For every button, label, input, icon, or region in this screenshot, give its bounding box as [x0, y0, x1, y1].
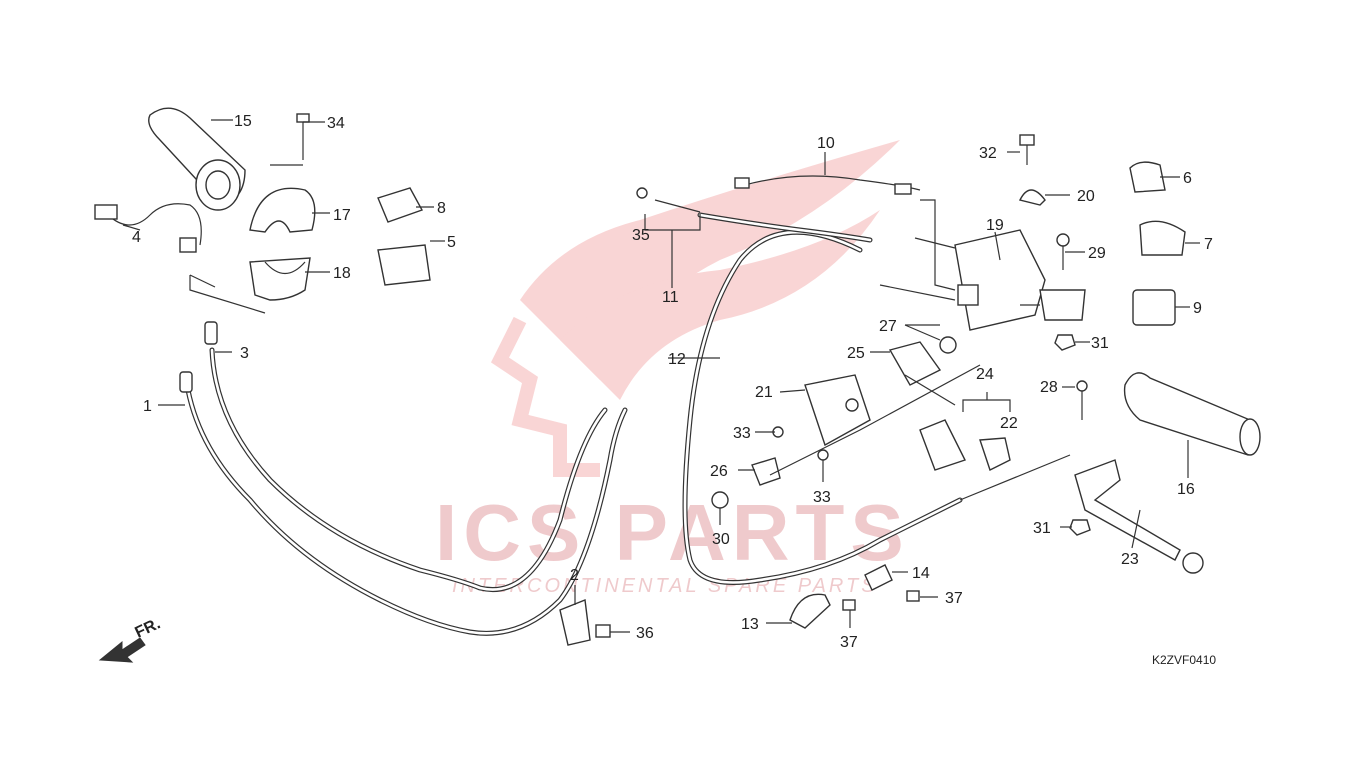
nut-30-drawing: [711, 491, 729, 509]
cover-21-drawing: [804, 374, 871, 447]
lever-23-drawing: [1074, 459, 1204, 574]
part-label-26: 26: [710, 463, 728, 480]
part-label-6: 6: [1183, 170, 1192, 187]
harness-4-drawing: [94, 203, 202, 253]
spring-27-drawing: [904, 324, 957, 354]
part-label-23: 23: [1121, 551, 1139, 568]
nut-31b-drawing: [1069, 519, 1091, 536]
watermark-emblem-icon: [490, 140, 900, 477]
bracket-25-drawing: [888, 341, 956, 406]
screw-33b-drawing: [817, 449, 829, 461]
part-label-16: 16: [1177, 481, 1195, 498]
part-label-7: 7: [1204, 236, 1213, 253]
plate-24-drawing: [919, 419, 966, 471]
part-label-24: 24: [976, 366, 994, 383]
switch-5-drawing: [377, 244, 431, 286]
bolt-37a-drawing: [842, 599, 856, 611]
part-label-10: 10: [817, 135, 835, 152]
part-label-11: 11: [662, 289, 679, 306]
grip-15-drawing: [148, 107, 246, 211]
part-label-30: 30: [712, 531, 730, 548]
part-label-1: 1: [143, 398, 152, 415]
switch-9-drawing: [1132, 289, 1176, 326]
washer-35-drawing: [636, 187, 648, 199]
part-label-37b: 37: [945, 590, 963, 607]
bolt-34-drawing: [296, 113, 310, 160]
part-label-13: 13: [741, 616, 759, 633]
bolt-32-drawing: [1019, 134, 1035, 165]
part-label-5: 5: [447, 234, 456, 251]
part-label-14: 14: [912, 565, 930, 582]
part-label-18: 18: [333, 265, 351, 282]
part-label-21: 21: [755, 384, 773, 401]
part-label-34: 34: [327, 115, 345, 132]
grip-16-drawing: [1123, 372, 1261, 456]
part-label-36: 36: [636, 625, 654, 642]
guide-13-drawing: [789, 593, 831, 629]
part-label-2: 2: [570, 567, 579, 584]
boot-22-drawing: [979, 437, 1011, 471]
part-label-31a: 31: [1091, 335, 1109, 352]
bolt-36-drawing: [595, 624, 611, 638]
part-label-27: 27: [879, 318, 897, 335]
cable-12-drawing: [682, 229, 1071, 585]
clamp-2-drawing: [559, 599, 591, 646]
part-label-33a: 33: [733, 425, 751, 442]
part-label-19: 19: [986, 217, 1004, 234]
cable-3-drawing: [204, 321, 608, 592]
part-label-3: 3: [240, 345, 249, 362]
plate-26-drawing: [751, 457, 781, 486]
watermark-title: ICS PARTS: [435, 488, 910, 577]
part-label-29: 29: [1088, 245, 1106, 262]
switch-6-drawing: [1129, 161, 1166, 193]
part-label-33b: 33: [813, 489, 831, 506]
diagram-code: K2ZVF0410: [1152, 653, 1216, 667]
clip-20-drawing: [1018, 189, 1046, 206]
part-labels: 15 34 17 18 8 5 4 3 1 12 35 11 10 19 32 …: [132, 113, 1213, 651]
leader-lines: [122, 119, 1200, 633]
part-label-8: 8: [437, 200, 446, 217]
part-label-31b: 31: [1033, 520, 1051, 537]
part-label-28: 28: [1040, 379, 1058, 396]
part-label-15: 15: [234, 113, 252, 130]
wire-10-drawing: [734, 175, 921, 195]
part-label-35: 35: [632, 227, 650, 244]
nut-31a-drawing: [1054, 334, 1076, 351]
part-label-4: 4: [132, 229, 141, 246]
part-label-25: 25: [847, 345, 865, 362]
bolt-37b-drawing: [906, 590, 920, 602]
part-label-12: 12: [668, 351, 686, 368]
watermark: ICS PARTS INTERCONTINENTAL SPARE PARTS: [435, 140, 910, 597]
clamp-18-drawing: [249, 257, 311, 301]
front-direction-label: FR.: [133, 615, 164, 641]
part-label-22: 22: [1000, 415, 1018, 432]
part-label-37a: 37: [840, 634, 858, 651]
cable-11-drawing: [654, 199, 873, 243]
switch-7-drawing: [1139, 220, 1186, 256]
part-label-17: 17: [333, 207, 351, 224]
front-direction-arrow-icon: [98, 637, 146, 663]
bolt-29-drawing: [1056, 233, 1070, 270]
bolt-28-drawing: [1076, 380, 1088, 420]
clamp-17-drawing: [249, 187, 316, 233]
switch-8-drawing: [377, 187, 424, 223]
part-label-20: 20: [1077, 188, 1095, 205]
cable-1-drawing: [179, 371, 628, 636]
part-label-9: 9: [1193, 300, 1202, 317]
part-label-32: 32: [979, 145, 997, 162]
clip-14-drawing: [864, 564, 893, 591]
